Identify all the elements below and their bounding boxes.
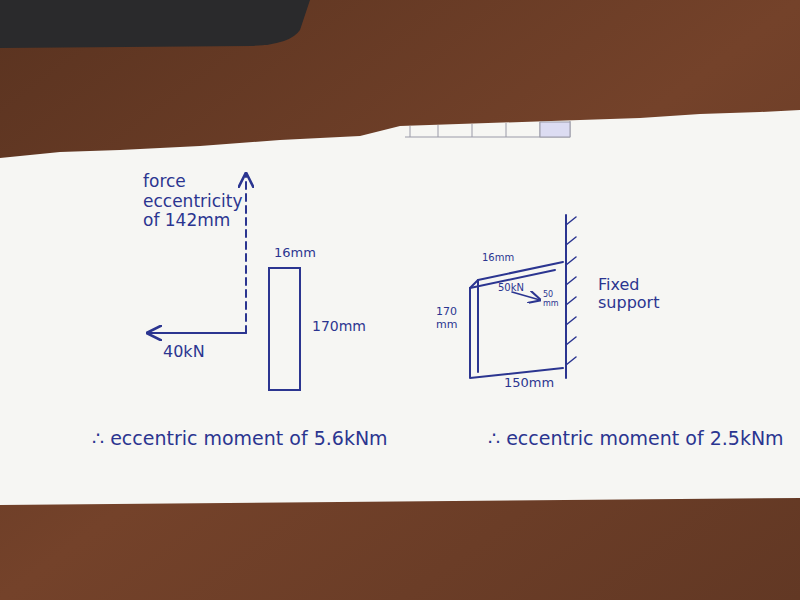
load-arrow xyxy=(512,292,540,300)
load-value: 50kN xyxy=(498,282,524,294)
grid-strip xyxy=(405,121,570,137)
keyboard xyxy=(0,0,310,48)
eccentricity-arrow xyxy=(245,174,247,333)
force-arrow xyxy=(148,332,246,334)
thickness-dim: 16mm xyxy=(482,252,514,264)
result-note: ∴ eccentric moment of 5.6kNm xyxy=(92,428,388,450)
height-dim: 170mm xyxy=(312,318,366,334)
right-sketch xyxy=(470,215,576,378)
wall-hatch xyxy=(566,217,576,365)
plate-thickness xyxy=(477,280,479,372)
height-dim: 170 mm xyxy=(436,306,466,331)
offset-dim: 50 mm xyxy=(543,290,559,308)
width-dim: 16mm xyxy=(274,246,316,261)
force-note: force eccentricity of 142mm xyxy=(143,172,247,231)
result-note: ∴ eccentric moment of 2.5kNm xyxy=(488,428,784,450)
force-value: 40kN xyxy=(163,343,205,361)
plate-edge xyxy=(470,288,563,378)
paper xyxy=(0,110,800,505)
length-dim: 150mm xyxy=(504,376,554,391)
section-rect xyxy=(269,268,300,390)
wall-line xyxy=(565,215,567,378)
support-note: Fixed support xyxy=(598,276,670,313)
